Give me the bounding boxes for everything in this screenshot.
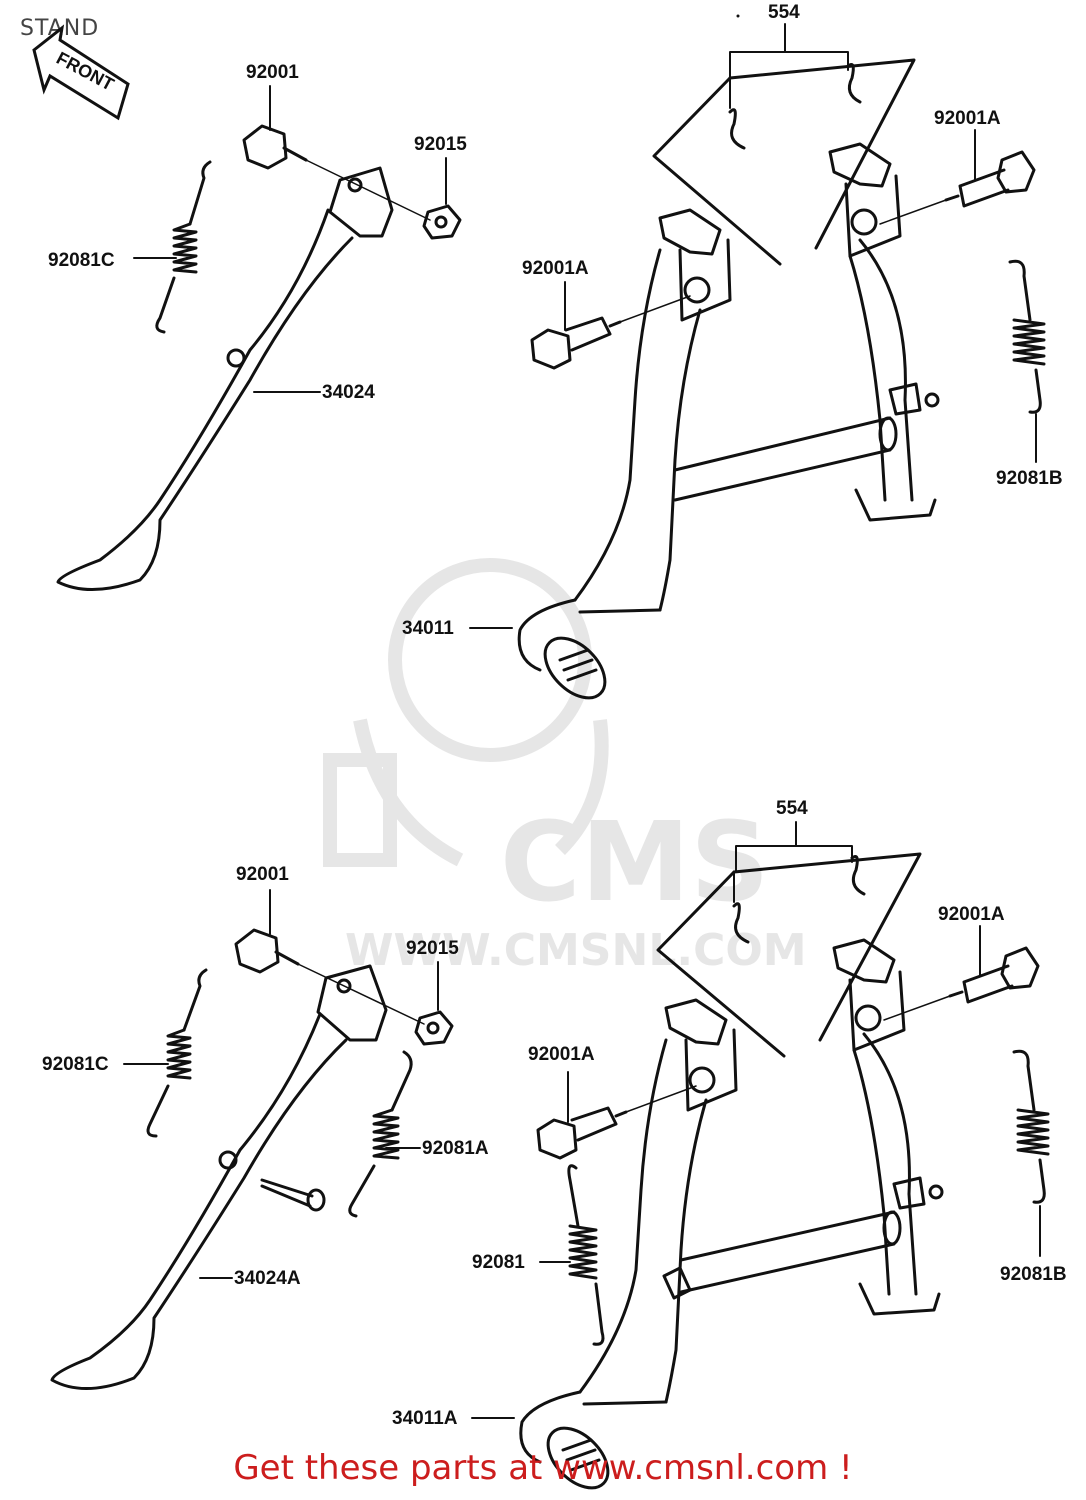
bolt-92001-lower — [234, 928, 300, 974]
bolt-92001a-right-upper — [944, 150, 1036, 208]
spring-92081b-lower — [1012, 1049, 1050, 1204]
label-92015-lower: 92015 — [406, 938, 459, 959]
label-92081a-lower: 92081A — [422, 1138, 489, 1159]
spring-92081c-upper — [155, 160, 212, 334]
label-92001a-right-lower: 92001A — [938, 904, 1005, 925]
watermark-logo — [323, 558, 609, 867]
pin-set-554-upper — [652, 23, 916, 266]
main-stand-34011a — [519, 938, 944, 1490]
label-92001a-right-upper: 92001A — [934, 108, 1001, 129]
label-92001a-left-lower: 92001A — [528, 1044, 595, 1065]
main-stand-34011 — [517, 142, 940, 700]
label-554-upper: 554 — [768, 2, 800, 23]
label-34011: 34011 — [402, 618, 454, 639]
bolt-axis-line — [305, 159, 431, 221]
label-554-lower: 554 — [776, 798, 808, 819]
bolt-92001a-right-lower — [948, 946, 1040, 1004]
label-92015-upper: 92015 — [414, 134, 467, 155]
label-92081b-upper: 92081B — [996, 468, 1063, 489]
label-92001-lower: 92001 — [236, 864, 289, 885]
side-stand-34024 — [56, 166, 394, 591]
nut-92015-upper — [422, 204, 462, 240]
bolt-92001a-left-lower — [536, 1106, 628, 1160]
label-34024a: 34024A — [234, 1268, 301, 1289]
watermark-brand: CMS — [500, 798, 769, 926]
bolt-92001-upper — [242, 124, 308, 170]
label-92081c-upper: 92081C — [48, 250, 115, 271]
label-34024: 34024 — [322, 382, 375, 403]
label-34011a: 34011A — [392, 1408, 458, 1429]
bolt-92001a-left-upper — [530, 316, 622, 370]
watermark-url: WWW.CMSNL.COM — [345, 925, 807, 976]
nut-92015-lower — [414, 1010, 454, 1046]
spring-92081a-lower — [348, 1050, 413, 1218]
spring-92081-lower — [567, 1164, 605, 1346]
label-92081-lower: 92081 — [472, 1252, 525, 1273]
label-92081c-lower: 92081C — [42, 1054, 109, 1075]
pin-set-554-lower — [656, 821, 922, 1058]
label-92081b-lower: 92081B — [1000, 1264, 1067, 1285]
side-stand-34024a — [50, 964, 388, 1390]
label-92001a-left-upper: 92001A — [522, 258, 589, 279]
spring-92081b-upper — [1008, 259, 1046, 414]
label-92001-upper: 92001 — [246, 62, 299, 83]
promo-link[interactable]: Get these parts at www.cmsnl.com ! — [233, 1448, 853, 1488]
front-arrow-icon: FRONT — [32, 24, 130, 121]
spring-92081c-lower — [146, 968, 208, 1138]
